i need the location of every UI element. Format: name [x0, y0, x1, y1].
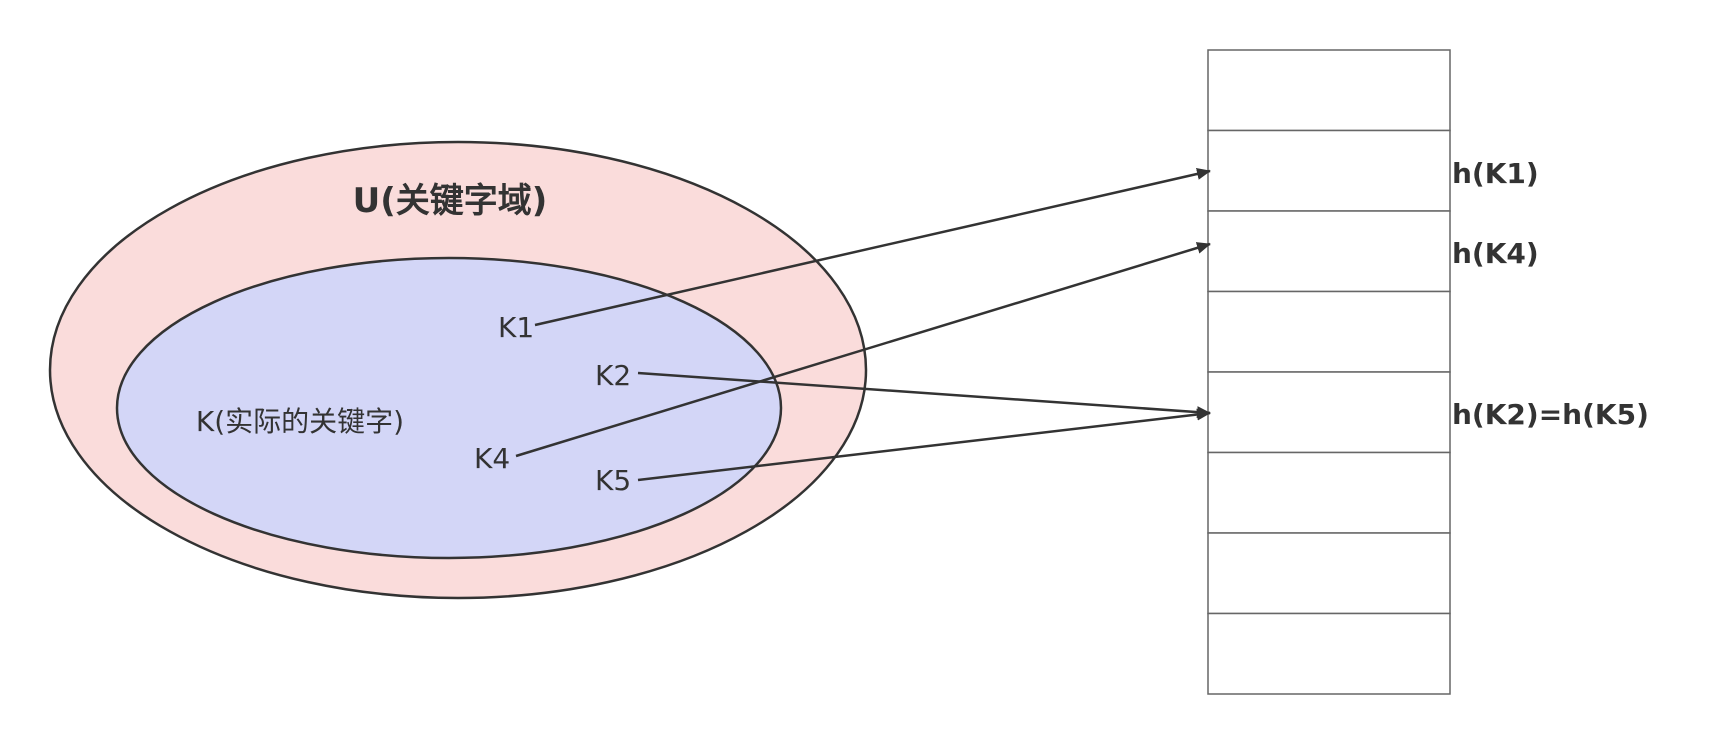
hash-table-slot-1: [1207, 129, 1451, 212]
hash-table-slot-4: [1207, 371, 1451, 454]
key-label-k2: K2: [595, 359, 631, 392]
arrow-k5: [637, 408, 1211, 482]
slot-label-2: h(K2)=h(K5): [1452, 398, 1649, 431]
hash-table-slot-6: [1207, 532, 1451, 615]
hash-table-slot-2: [1207, 210, 1451, 293]
arrow-k2: [637, 371, 1211, 419]
actual-keys-set-ellipse: [115, 256, 783, 560]
key-label-k5: K5: [595, 464, 631, 497]
slot-label-0: h(K1): [1452, 157, 1539, 190]
hash-table-slot-3: [1207, 290, 1451, 373]
mapping-arrows: [515, 168, 1211, 482]
slot-labels: h(K1) h(K4) h(K2)=h(K5): [1452, 157, 1649, 431]
universe-set-title: U(关键字域): [353, 181, 548, 221]
hash-table-slot-7: [1207, 612, 1451, 695]
key-label-k4: K4: [474, 442, 510, 475]
hash-table-slot-0: [1207, 49, 1451, 132]
arrow-k1: [534, 168, 1211, 327]
actual-keys-set-title: K(实际的关键字): [196, 405, 404, 438]
hash-table: [1207, 49, 1451, 695]
slot-label-1: h(K4): [1452, 237, 1539, 270]
hash-table-slot-5: [1207, 451, 1451, 534]
key-label-k1: K1: [498, 311, 534, 344]
arrow-k4: [515, 242, 1211, 458]
